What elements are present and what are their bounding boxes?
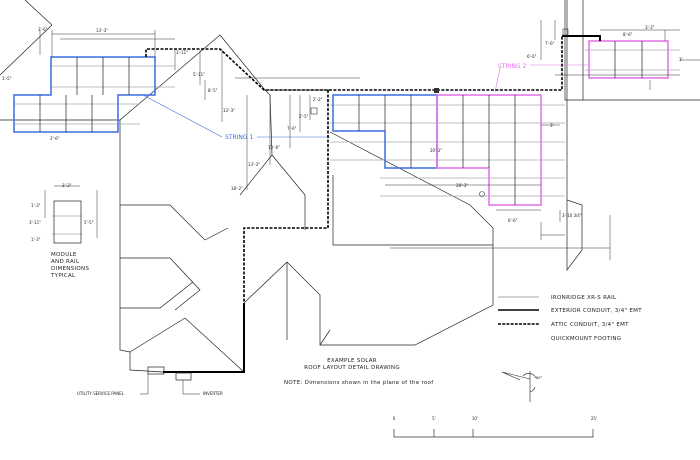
module-note-line: DIMENSIONS [51,266,89,272]
string-1-label: STRING 1 [225,134,253,141]
inverter-label: INVERTER [203,391,223,396]
dimension-lines [39,20,700,260]
dim-label: 3' [550,123,554,128]
rails [14,49,680,235]
dim-label: 3'-11" [29,220,41,225]
equipment: UTILITY SERVICE PANEL INVERTER [77,366,223,396]
roof-lines [0,0,700,373]
dim-label: 6'-6" [508,218,518,223]
dim-label: 20'-3" [430,148,442,153]
drawing-note: NOTE: Dimensions shown in the plane of t… [284,380,434,386]
dim-label: 8'-6" [623,32,633,37]
inverter [175,372,192,381]
dim-label: 2'-2" [313,97,323,102]
dim-label: 3' [679,57,683,62]
dim-label: 7'-6" [545,41,555,46]
dim-label: 8'-5" [208,88,218,93]
dim-label: 13'-3" [223,108,235,113]
module-note-line: AND RAIL [51,259,80,265]
dim-label: 5'-5" [84,220,94,225]
legend: IRONRIDGE XR-S RAIL EXTERIOR CONDUIT, 3/… [498,295,642,342]
utility-service-panel [147,366,165,375]
dim-label: 3'-3" [62,183,72,188]
dim-label: 1'-3" [31,203,41,208]
legend-label: ATTIC CONDUIT, 3/4" EMT [551,322,629,328]
scale-tick-label: 10' [472,416,478,421]
dim-label: 13'-3" [248,162,260,167]
dim-label: 2'-6" [50,136,60,141]
dim-label: 28'-3" [456,183,468,188]
dim-label: 3'-6" [38,27,48,32]
string-2-arrays [436,40,669,206]
dimension-labels: 13'-3" 3'-6" 1'-5" 2'-6" 3'-11" 5'-11" 8… [2,25,683,223]
module-detail: 3'-3" 1'-3" 3'-11" 1'-3" 5'-5" MODULE AN… [29,183,94,279]
dim-label: 1'-5" [2,76,12,81]
dim-label: 6'-6" [527,54,537,59]
dim-label: 18'-2" [231,186,243,191]
dim-label: 3'-3" [645,25,655,30]
dim-label: 3'-11" [176,50,188,55]
module-note-line: MODULE [51,252,77,258]
dim-label: 13'-3" [96,28,108,33]
conduits [145,28,601,373]
dim-label: 5'-11" [193,72,205,77]
legend-label: EXTERIOR CONDUIT, 3/4" EMT [551,308,642,314]
scale-bar: 0 5' 10' 25' [393,416,597,438]
scale-tick-label: 0 [393,416,396,421]
north-arrow-icon: 80° [501,371,542,402]
scale-tick-label: 5' [432,416,436,421]
legend-label: IRONRIDGE XR-S RAIL [551,295,617,301]
drawing-title-line2: ROOF LAYOUT DETAIL DRAWING [304,365,400,371]
dim-label: 13'-6" [268,145,280,150]
dim-label: 7'-6" [287,126,297,131]
drawing-title-line1: EXAMPLE SOLAR [327,358,377,364]
string-2-label: STRING 2 [498,63,526,70]
dim-label: 3'-10 3/4" [562,213,582,218]
legend-label: QUICKMOUNT FOOTING [551,336,621,342]
dim-label: 1'-3" [31,237,41,242]
utility-panel-label: UTILITY SERVICE PANEL [77,391,125,396]
module-note-line: TYPICAL [50,273,76,279]
dim-label: 2'-5" [299,114,309,119]
north-arrow-angle: 80° [536,376,542,380]
scale-tick-label: 25' [591,416,597,421]
